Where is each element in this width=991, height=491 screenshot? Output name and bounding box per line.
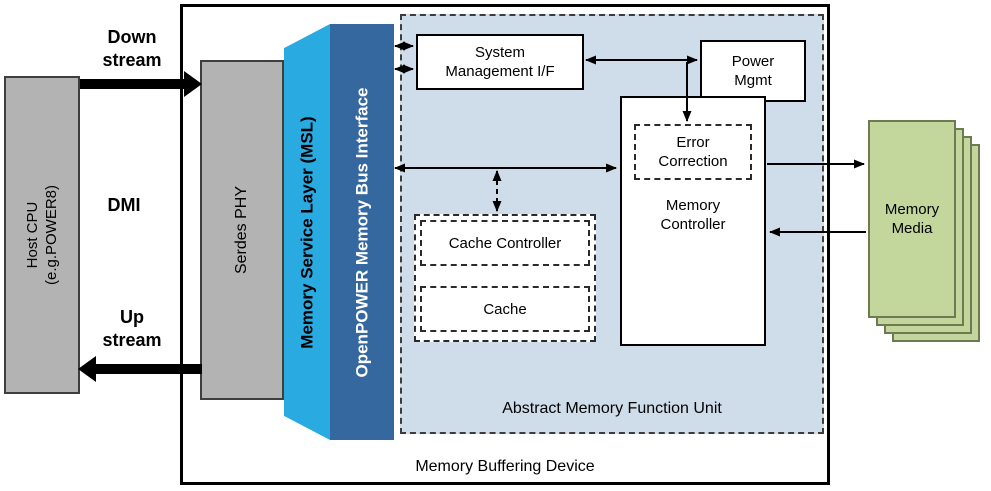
msl-label: Memory Service Layer (MSL) [297,115,317,349]
memory-buffering-device-label: Memory Buffering Device [415,458,595,475]
system-mgmt-label: System Management I/F [445,44,555,80]
serdes-phy-label: Serdes PHY [233,185,251,275]
error-correction-box: Error Correction [634,124,752,180]
serdes-phy-box: Serdes PHY [200,60,284,400]
cache-controller-label: Cache Controller [448,234,562,252]
bus-interface-box: OpenPOWER Memory Bus Interface [330,24,394,440]
cache-controller-box: Cache Controller [420,220,590,266]
amfu-label: Abstract Memory Function Unit [502,400,722,417]
cache-label: Cache [483,300,527,318]
dmi-label: DMI [107,195,141,215]
system-mgmt-box: System Management I/F [416,34,584,90]
downstream-label: Down stream [102,27,162,70]
host-cpu-label: Host CPU (e.g.POWER8) [24,184,60,286]
memory-media-label: Memory Media [884,201,940,237]
power-mgmt-box: Power Mgmt [700,40,806,102]
memory-media-box-front: Memory Media [868,120,956,318]
memory-controller-label: Memory Controller [660,197,726,233]
bus-interface-label: OpenPOWER Memory Bus Interface [352,86,372,378]
error-correction-label: Error Correction [658,134,728,170]
cache-box: Cache [420,286,590,332]
upstream-label: Up stream [102,307,162,350]
power-mgmt-label: Power Mgmt [731,53,775,89]
host-cpu-box: Host CPU (e.g.POWER8) [4,76,80,394]
msl-box: Memory Service Layer (MSL) [284,24,330,440]
